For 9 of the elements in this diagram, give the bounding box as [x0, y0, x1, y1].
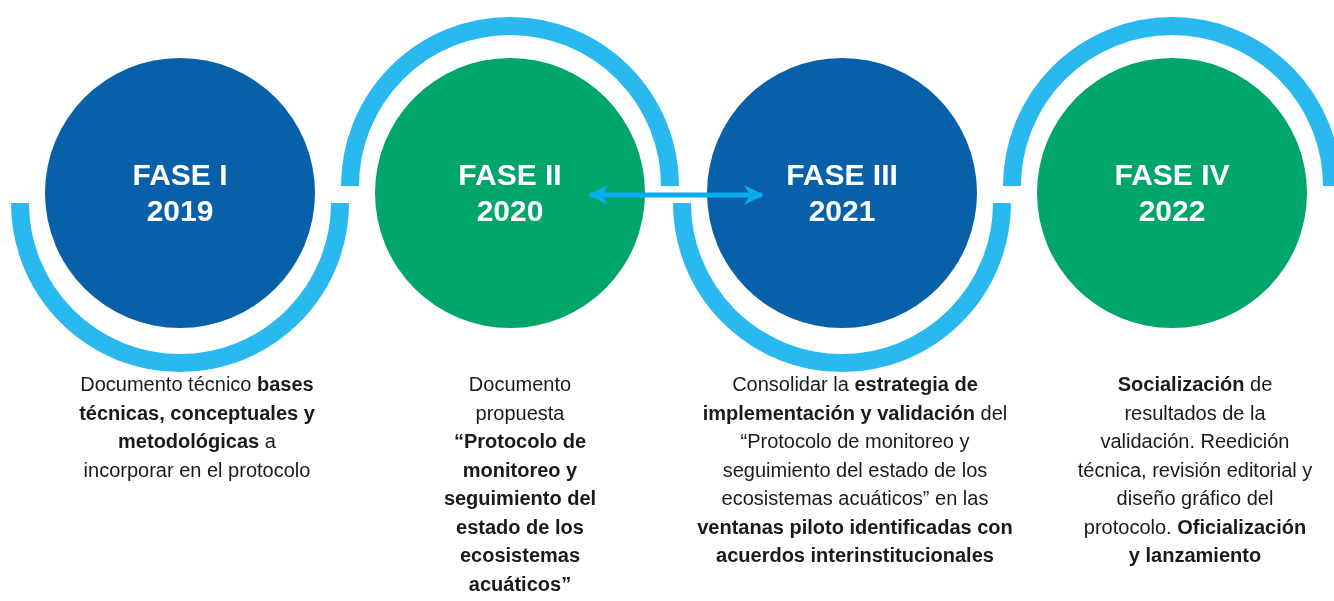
- double-arrow: [588, 185, 764, 205]
- phase-description: Documento técnico bases técnicas, conceptuales y metodológicas a incorporar en el protocolo: [79, 372, 315, 483]
- phase-description: Socialización de resultados de la validación. Reedición técnica, revisión editorial y diseño gráfico del protocolo. Oficialización y lanzamiento: [1077, 372, 1313, 568]
- phase-description: Documento propuesta “Protocolo de monitoreo y seguimiento del estado de los ecosistemas acuáticos”: [442, 372, 598, 597]
- phase-title: FASE IV 2022: [1113, 157, 1231, 229]
- phase-title: FASE I 2019: [131, 157, 229, 229]
- phase-description: Consolidar la estrategia de implementación y validación del “Protocolo de monitoreo y seguimiento del estado de los ecosistemas acuáticos” en las ventanas piloto identificadas con acuerdos interinstitucionales: [696, 372, 1014, 568]
- phase-title: FASE II 2020: [457, 157, 563, 229]
- phase-title: FASE III 2021: [785, 157, 899, 229]
